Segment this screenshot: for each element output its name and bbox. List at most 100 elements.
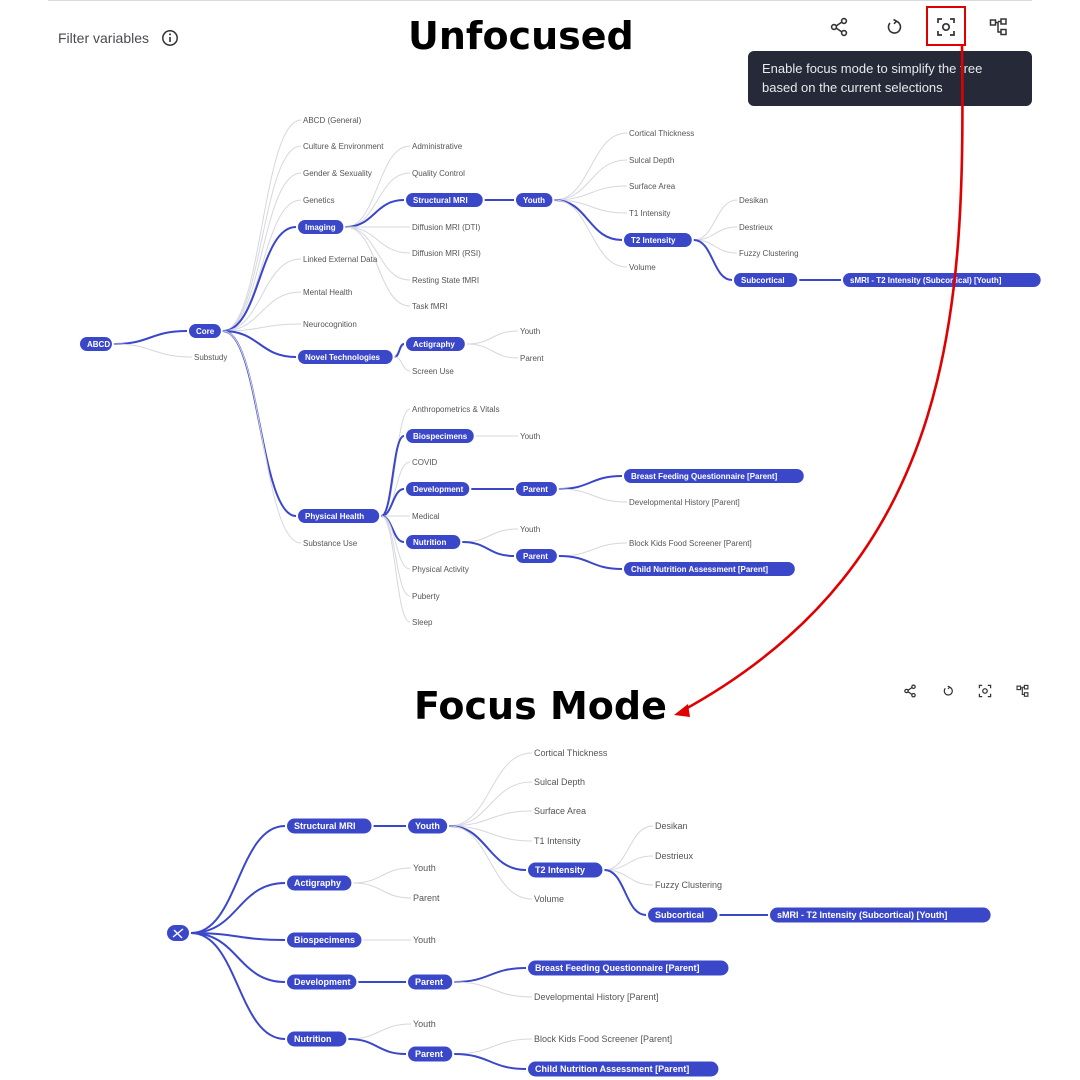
selected-node-u-acti[interactable]: Actigraphy: [406, 337, 465, 351]
selected-node-u-cna[interactable]: Child Nutrition Assessment [Parent]: [624, 562, 795, 576]
node-u-puberty[interactable]: Puberty: [412, 592, 440, 601]
node-u-vol[interactable]: Volume: [629, 263, 656, 272]
node-u-t1[interactable]: T1 Intensity: [629, 209, 670, 218]
selected-node-u-root[interactable]: ABCD: [80, 337, 112, 351]
node-f-destrieux[interactable]: Destrieux: [655, 851, 694, 861]
node-u-covid[interactable]: COVID: [412, 458, 438, 467]
selected-node-u-youth[interactable]: Youth: [516, 193, 553, 207]
node-f-cort[interactable]: Cortical Thickness: [534, 748, 608, 758]
node-u-fuzzy[interactable]: Fuzzy Clustering: [739, 249, 799, 258]
selected-node-u-smri-leaf[interactable]: sMRI - T2 Intensity (Subcortical) [Youth…: [843, 273, 1041, 287]
selected-node-u-novel[interactable]: Novel Technologies: [298, 350, 393, 364]
reset-button-lower[interactable]: [941, 684, 955, 698]
selected-node-u-t2[interactable]: T2 Intensity: [624, 233, 692, 247]
node-f-bkfs[interactable]: Block Kids Food Screener [Parent]: [534, 1034, 672, 1044]
node-u-sulc[interactable]: Sulcal Depth: [629, 156, 674, 165]
selected-node-f-nut[interactable]: Nutrition: [287, 1031, 347, 1047]
node-u-bkfs[interactable]: Block Kids Food Screener [Parent]: [629, 539, 752, 548]
node-pill: [516, 193, 553, 207]
node-u-screen[interactable]: Screen Use: [412, 367, 454, 376]
node-u-acti-parent[interactable]: Parent: [520, 354, 544, 363]
node-u-genetics[interactable]: Genetics: [303, 196, 335, 205]
annotation-arrowhead: [674, 704, 690, 717]
selected-node-f-dev[interactable]: Development: [287, 974, 357, 990]
selected-node-u-nut-parent[interactable]: Parent: [516, 549, 557, 563]
selected-node-u-bio[interactable]: Biospecimens: [406, 429, 474, 443]
selected-node-f-bio[interactable]: Biospecimens: [287, 932, 362, 948]
node-f-acti-parent[interactable]: Parent: [413, 893, 440, 903]
node-u-linked[interactable]: Linked External Data: [303, 255, 378, 264]
selected-node-u-dev[interactable]: Development: [406, 482, 470, 496]
node-u-culture[interactable]: Culture & Environment: [303, 142, 384, 151]
node-u-admin[interactable]: Administrative: [412, 142, 463, 151]
selected-node-f-subcort[interactable]: Subcortical: [648, 907, 718, 923]
node-u-sleep[interactable]: Sleep: [412, 618, 433, 627]
node-u-qc[interactable]: Quality Control: [412, 169, 465, 178]
node-u-nut-youth[interactable]: Youth: [520, 525, 540, 534]
selected-node-f-acti[interactable]: Actigraphy: [287, 875, 352, 891]
selected-node-u-subcort[interactable]: Subcortical: [734, 273, 798, 287]
edge: [604, 825, 654, 871]
node-pill: [408, 818, 448, 834]
selected-node-f-t2[interactable]: T2 Intensity: [528, 862, 603, 878]
node-u-bio-youth[interactable]: Youth: [520, 432, 540, 441]
node-f-acti-youth[interactable]: Youth: [413, 863, 436, 873]
node-f-bio-youth[interactable]: Youth: [413, 935, 436, 945]
node-u-task[interactable]: Task fMRI: [412, 302, 448, 311]
selected-node-u-smri[interactable]: Structural MRI: [406, 193, 483, 207]
node-u-substudy[interactable]: Substudy: [194, 353, 227, 362]
selected-node-f-bfq[interactable]: Breast Feeding Questionnaire [Parent]: [528, 960, 729, 976]
node-f-desikan[interactable]: Desikan: [655, 821, 688, 831]
focus-mode-button[interactable]: [934, 15, 958, 39]
node-u-medical[interactable]: Medical: [412, 512, 440, 521]
node-f-sulc[interactable]: Sulcal Depth: [534, 777, 585, 787]
node-f-vol[interactable]: Volume: [534, 894, 564, 904]
node-f-surf[interactable]: Surface Area: [534, 806, 586, 816]
node-u-acti-youth[interactable]: Youth: [520, 327, 540, 336]
selected-node-f-cna[interactable]: Child Nutrition Assessment [Parent]: [528, 1061, 719, 1077]
node-label: Mental Health: [303, 288, 352, 297]
focus-root-icon[interactable]: [167, 925, 189, 941]
node-u-substance[interactable]: Substance Use: [303, 539, 358, 548]
selected-node-u-physical[interactable]: Physical Health: [298, 509, 380, 523]
node-u-physact[interactable]: Physical Activity: [412, 565, 469, 574]
reset-button[interactable]: [884, 17, 904, 37]
selected-node-u-bfq[interactable]: Breast Feeding Questionnaire [Parent]: [624, 469, 804, 483]
info-icon[interactable]: [161, 29, 179, 47]
selected-node-u-imaging[interactable]: Imaging: [298, 220, 344, 234]
node-u-anthro[interactable]: Anthropometrics & Vitals: [412, 405, 499, 414]
node-pill: [624, 233, 692, 247]
node-u-rsi[interactable]: Diffusion MRI (RSI): [412, 249, 481, 258]
node-u-general[interactable]: ABCD (General): [303, 116, 362, 125]
node-f-fuzzy[interactable]: Fuzzy Clustering: [655, 880, 722, 890]
selected-node-f-smri-leaf[interactable]: sMRI - T2 Intensity (Subcortical) [Youth…: [770, 907, 991, 923]
node-f-t1[interactable]: T1 Intensity: [534, 836, 581, 846]
node-u-dti[interactable]: Diffusion MRI (DTI): [412, 223, 481, 232]
focus-mode-button-lower[interactable]: [977, 683, 993, 699]
selected-node-u-nut[interactable]: Nutrition: [406, 535, 461, 549]
filter-variables-button[interactable]: Filter variables: [58, 29, 179, 47]
node-u-destrieux[interactable]: Destrieux: [739, 223, 773, 232]
node-u-neuro[interactable]: Neurocognition: [303, 320, 357, 329]
selected-node-f-dev-parent[interactable]: Parent: [408, 974, 453, 990]
node-f-devhist[interactable]: Developmental History [Parent]: [534, 992, 659, 1002]
share-button-lower[interactable]: [902, 683, 918, 699]
node-f-nut-youth[interactable]: Youth: [413, 1019, 436, 1029]
node-u-surf[interactable]: Surface Area: [629, 182, 676, 191]
node-u-desikan[interactable]: Desikan: [739, 196, 768, 205]
selected-node-f-nut-parent[interactable]: Parent: [408, 1046, 453, 1062]
node-u-cort[interactable]: Cortical Thickness: [629, 129, 694, 138]
node-u-gender[interactable]: Gender & Sexuality: [303, 169, 372, 178]
tree-layout-button[interactable]: [988, 16, 1010, 38]
node-label: Volume: [534, 894, 564, 904]
selected-node-u-core[interactable]: Core: [189, 324, 221, 338]
node-u-rsfmri[interactable]: Resting State fMRI: [412, 276, 479, 285]
share-button[interactable]: [828, 16, 850, 38]
selected-node-u-dev-parent[interactable]: Parent: [516, 482, 557, 496]
selected-node-f-youth[interactable]: Youth: [408, 818, 448, 834]
tree-layout-button-lower[interactable]: [1015, 683, 1031, 699]
node-u-mental[interactable]: Mental Health: [303, 288, 352, 297]
node-label: Destrieux: [739, 223, 773, 232]
selected-node-f-smri[interactable]: Structural MRI: [287, 818, 372, 834]
node-u-devhist[interactable]: Developmental History [Parent]: [629, 498, 740, 507]
